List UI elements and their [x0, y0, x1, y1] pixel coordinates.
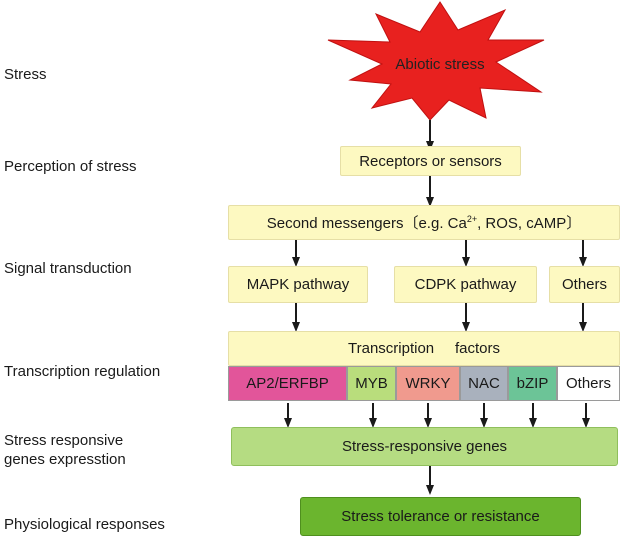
stress-tolerance-box: Stress tolerance or resistance [300, 497, 581, 536]
stage-label-stress: Stress [4, 66, 47, 83]
mapk-pathway-label: MAPK pathway [246, 276, 350, 293]
stress-responsive-genes-box: Stress-responsive genes [231, 427, 618, 466]
second-messengers-label: Second messengers〔e.g. Ca2+, ROS, cAMP〕 [266, 214, 582, 232]
tf-family-label: Others [565, 375, 611, 392]
abiotic-stress-label: Abiotic stress [395, 56, 485, 73]
stage-label-expression-line2: genes expresstion [4, 451, 126, 468]
receptors-box: Receptors or sensors [340, 146, 521, 176]
cdpk-pathway-label: CDPK pathway [414, 276, 517, 293]
tf-family-label: AP2/ERFBP [246, 375, 329, 392]
mapk-pathway-box: MAPK pathway [228, 266, 368, 303]
second-messengers-box: Second messengers〔e.g. Ca2+, ROS, cAMP〕 [228, 205, 620, 240]
tf-family-nac: NAC [460, 366, 508, 401]
stage-label-physiological: Physiological responses [4, 516, 165, 533]
transcription-factors-header: Transcription factors [228, 331, 620, 366]
tf-family-label: WRKY [405, 375, 451, 392]
tf-family-myb: MYB [347, 366, 396, 401]
tf-family-label: NAC [468, 375, 500, 392]
others-pathway-box: Others [549, 266, 620, 303]
stage-label-signal-transduction: Signal transduction [4, 260, 132, 277]
stage-label-transcription-regulation: Transcription regulation [4, 363, 161, 380]
transcription-factors-label: Transcription factors [348, 340, 500, 357]
receptors-label: Receptors or sensors [359, 152, 502, 170]
tf-family-bzip: bZIP [508, 366, 557, 401]
others-pathway-label: Others [561, 276, 607, 293]
cdpk-pathway-box: CDPK pathway [394, 266, 537, 303]
stress-tolerance-label: Stress tolerance or resistance [341, 508, 540, 525]
stress-responsive-genes-label: Stress-responsive genes [341, 438, 508, 455]
tf-family-label: bZIP [516, 375, 549, 392]
stage-label-expression-line1: Stress responsive [4, 432, 124, 449]
tf-family-ap2-erfbp: AP2/ERFBP [228, 366, 347, 401]
stage-label-perception: Perception of stress [4, 158, 137, 175]
tf-family-others: Others [557, 366, 620, 401]
tf-family-wrky: WRKY [396, 366, 460, 401]
tf-family-label: MYB [355, 375, 388, 392]
